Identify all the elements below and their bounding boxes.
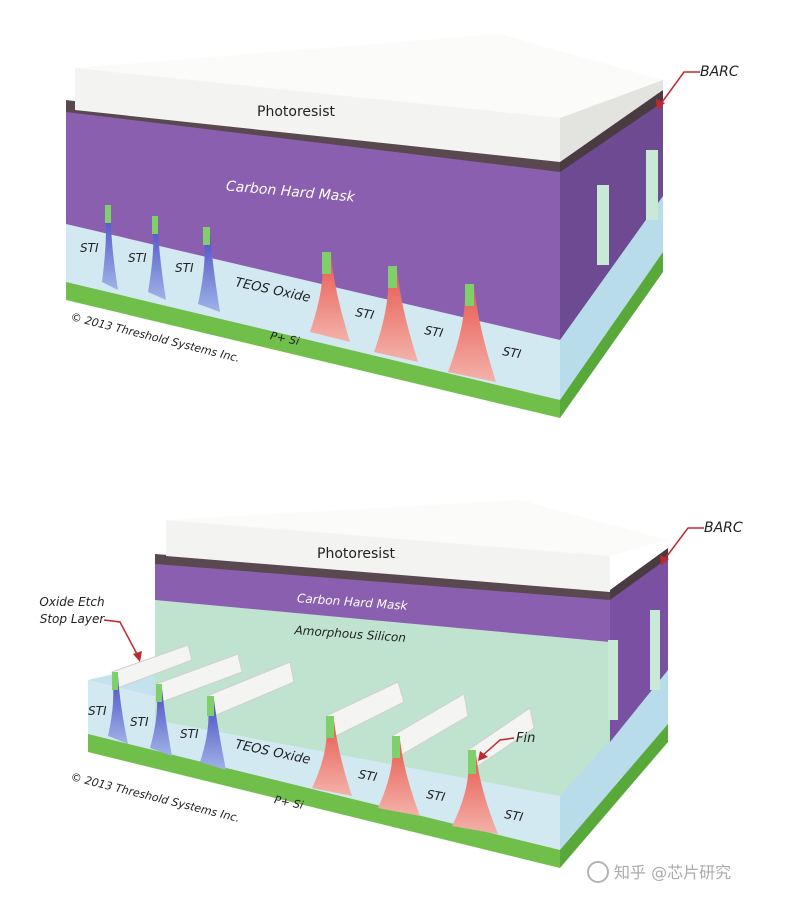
bot-psi-side (560, 722, 668, 868)
watermark-text: 知乎 @芯片研究 (614, 863, 731, 882)
bot-photoresist-label: Photoresist (317, 546, 395, 562)
top-pr-front (75, 68, 560, 162)
top-barc-arrowhead (656, 99, 665, 110)
bot-sti-2: STI (130, 715, 149, 729)
top-psi-side (560, 250, 663, 418)
bot-fin-tip-6 (468, 750, 476, 774)
figure-bottom: Photoresist Carbon Hard Mask Amorphous S… (39, 500, 743, 868)
top-side-slot-2 (646, 150, 658, 220)
top-fin-red-3 (448, 286, 496, 382)
top-fin-tip-4 (322, 252, 331, 274)
top-fin-red-1 (310, 255, 350, 342)
top-fin-tip-5 (388, 266, 397, 288)
top-photoresist-label: Photoresist (257, 104, 335, 120)
bot-barc-front (155, 554, 610, 600)
bot-side-slot-2 (650, 610, 660, 690)
top-fin-tip-6 (465, 284, 474, 306)
bot-fin-tip-1 (112, 672, 118, 690)
bot-etchstop-label-2: Stop Layer (40, 612, 106, 626)
bot-etchstop-label-1: Oxide Etch (39, 595, 104, 609)
top-sti-2: STI (128, 251, 147, 265)
top-psi-label: P+ Si (269, 329, 300, 348)
top-fin-tip-2 (152, 216, 158, 234)
top-pr-side (560, 80, 663, 162)
bot-sti-4: STI (357, 767, 378, 784)
bot-pr-top (166, 500, 668, 556)
watermark-logo-icon (587, 861, 609, 883)
top-sti-6: STI (501, 344, 522, 361)
top-chm-front (66, 110, 560, 340)
top-sti-5: STI (423, 323, 444, 340)
top-chm-side (560, 100, 663, 340)
top-side-slot-1 (597, 185, 609, 265)
top-fin-tip-1 (105, 205, 111, 223)
top-barc-side (560, 88, 663, 172)
bot-barc-side (610, 548, 668, 600)
bot-fin-red-3 (452, 754, 498, 834)
top-oxide-side (560, 195, 663, 400)
top-psi-front (66, 280, 560, 418)
bot-fin-red-1 (312, 720, 352, 796)
bot-sti-1: STI (88, 704, 107, 718)
top-barc-leader (659, 71, 700, 106)
top-pr-top (75, 34, 663, 118)
figure-top: Photoresist Carbon Hard Mask BARC STI ST… (66, 34, 739, 418)
bot-side-slot-1 (608, 640, 618, 720)
bot-fin-tip-3 (207, 696, 214, 716)
top-oxide-front (66, 222, 560, 400)
top-fin-red-2 (374, 268, 418, 362)
bot-fin-tip-5 (392, 736, 400, 758)
watermark: 知乎 @芯片研究 (587, 861, 731, 883)
bot-barc-arrowhead (660, 555, 669, 566)
top-fin-blue-3 (198, 232, 220, 312)
bot-fin-leader (481, 737, 515, 757)
bot-fin-tip-2 (156, 684, 162, 702)
bot-sti-3: STI (180, 727, 199, 741)
bot-oxide-side (560, 668, 668, 850)
bot-fin-blue-1 (108, 676, 128, 744)
bot-sti-5: STI (425, 787, 446, 804)
bot-barc-label: BARC (704, 520, 743, 536)
bot-psi-label: P+ Si (273, 793, 304, 812)
bot-barc-leader (663, 527, 704, 561)
top-sti-3: STI (175, 261, 194, 275)
top-fin-tip-3 (203, 227, 210, 245)
top-sti-1: STI (80, 241, 99, 255)
top-sti-4: STI (354, 305, 375, 322)
bot-fin-arrowhead (478, 751, 488, 761)
bot-chm-front (155, 562, 610, 642)
bot-sti-6: STI (503, 807, 524, 824)
bot-etchstop-leader (103, 619, 139, 657)
top-fin-blue-1 (102, 210, 118, 290)
bot-fin-blue-2 (150, 688, 172, 756)
bot-fin-red-2 (378, 740, 420, 816)
bot-etchstop-arrowhead (133, 651, 142, 662)
bot-fin-tip-4 (326, 716, 334, 738)
bot-pr-front (166, 520, 610, 592)
bot-psi-front (88, 732, 560, 868)
bot-chm-side (610, 555, 668, 742)
top-barc-label: BARC (700, 64, 739, 80)
bot-fin-label: Fin (516, 731, 535, 746)
top-fin-blue-2 (148, 222, 166, 300)
bot-fin-blue-3 (200, 700, 226, 770)
